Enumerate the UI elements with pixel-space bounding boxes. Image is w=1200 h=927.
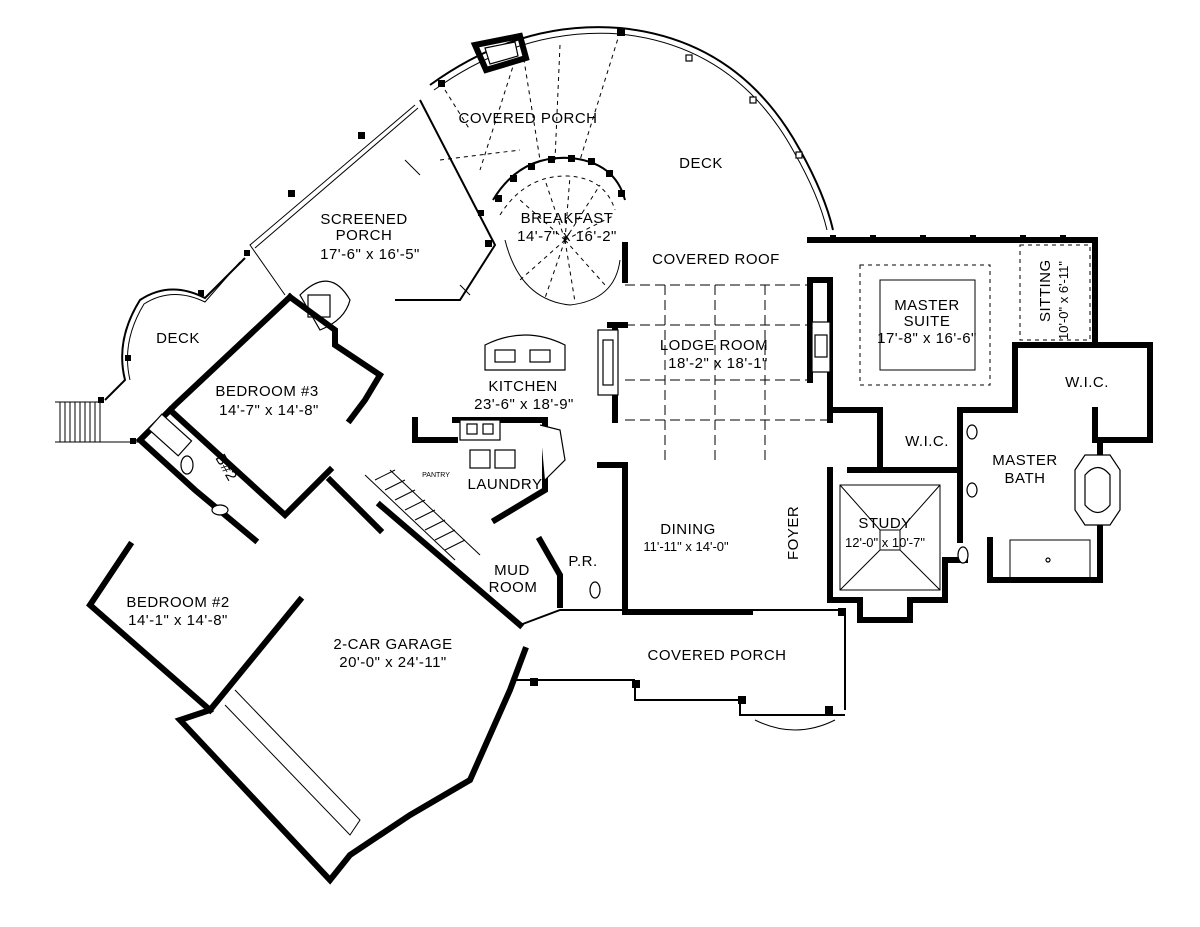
mud-room-label-2: ROOM: [489, 579, 538, 596]
lodge-room-label: LODGE ROOM: [660, 337, 768, 354]
breakfast-size: 14'-7" x 16'-2": [517, 228, 617, 245]
screened-porch-size: 17'-6" x 16'-5": [320, 246, 420, 263]
sitting-size: 10'-0" x 6'-11": [1056, 261, 1071, 340]
dining-size: 11'-11" x 14'-0": [643, 539, 729, 554]
screened-porch-label-1: SCREENED: [320, 211, 407, 228]
master-suite-label-1: MASTER: [894, 297, 960, 314]
rear-deck-structure: [429, 26, 834, 306]
wic-small-label: W.I.C.: [905, 433, 949, 450]
exterior-walls: [86, 237, 1153, 885]
bedroom-2-size: 14'-1" x 14'-8": [128, 612, 228, 629]
deck-left-label: DECK: [156, 330, 200, 347]
bedroom-2-label: BEDROOM #2: [126, 594, 229, 611]
breakfast-label: BREAKFAST: [521, 210, 614, 227]
sitting-label: SITTING: [1037, 259, 1054, 322]
covered-porch-front-label: COVERED PORCH: [647, 647, 786, 664]
mud-room-label-1: MUD: [494, 562, 530, 579]
left-deck-structure: [55, 257, 246, 444]
garage-label: 2-CAR GARAGE: [333, 636, 452, 653]
bedroom-3-label: BEDROOM #3: [215, 383, 318, 400]
master-suite-label-2: SUITE: [904, 313, 951, 330]
kitchen-size: 23'-6" x 18'-9": [474, 396, 574, 413]
bath-2-label: B#2: [211, 451, 240, 484]
garage-size: 20'-0" x 24'-11": [339, 654, 447, 671]
bedroom-3-size: 14'-7" x 14'-8": [219, 402, 319, 419]
front-porch-structure: [515, 597, 913, 731]
foyer-label: FOYER: [785, 506, 802, 560]
pantry-label: PANTRY: [422, 472, 450, 479]
covered-roof-label: COVERED ROOF: [652, 251, 780, 268]
laundry-label: LAUNDRY: [468, 476, 543, 493]
covered-porch-rear-label: COVERED PORCH: [458, 110, 597, 127]
study-label: STUDY: [858, 515, 911, 532]
master-bath-label-1: MASTER: [992, 452, 1058, 469]
screened-porch-label-2: PORCH: [336, 227, 393, 244]
interior-details: [147, 235, 1121, 836]
wic-master-label: W.I.C.: [1065, 374, 1109, 391]
powder-room-label: P.R.: [568, 553, 597, 570]
lodge-room-size: 18'-2" x 18'-1": [668, 355, 768, 372]
study-size: 12'-0" x 10'-7": [845, 535, 925, 550]
dining-label: DINING: [660, 521, 716, 538]
kitchen-label: KITCHEN: [488, 378, 557, 395]
master-bath-label-2: BATH: [1005, 470, 1046, 487]
master-suite-size: 17'-8" x 16'-6": [877, 330, 977, 347]
deck-rear-label: DECK: [679, 155, 723, 172]
